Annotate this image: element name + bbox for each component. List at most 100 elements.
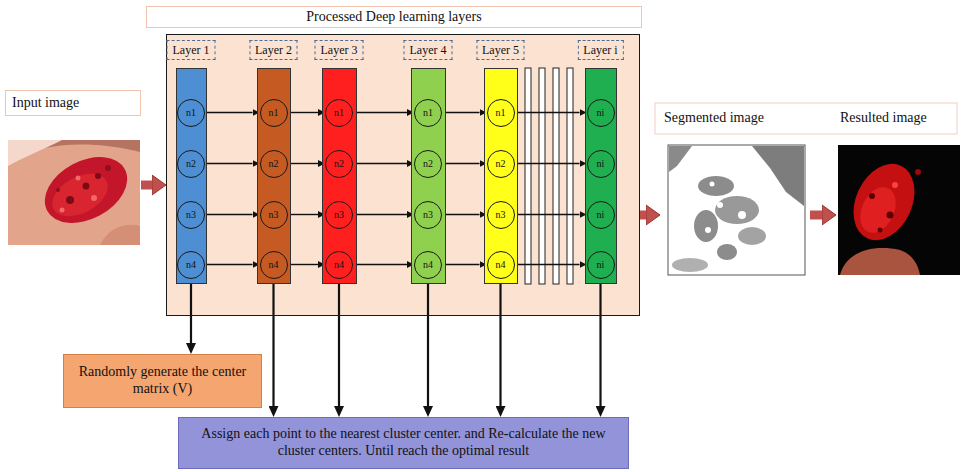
neuron-label: n3 [334, 209, 344, 221]
hidden-layer-bar [567, 68, 573, 284]
neuron-outline [178, 99, 205, 126]
layer-column: Layer 3n1n2n3n4 [322, 68, 357, 284]
step-arrow [499, 284, 501, 407]
segmented-picture [715, 196, 759, 224]
neuron-label: n4 [334, 259, 344, 271]
panel-label: Segmented image [660, 103, 810, 133]
neuron-circle: n3 [487, 201, 515, 229]
neuron-circle: n2 [487, 150, 515, 178]
neuron-link [205, 264, 253, 265]
segmented-picture [668, 145, 805, 275]
neuron-link [205, 163, 253, 164]
layer-label: Layer 4 [404, 40, 453, 60]
neuron-label: n4 [423, 259, 433, 271]
neuron-circle: n2 [260, 150, 288, 178]
neuron-circle: ni [587, 150, 615, 178]
neuron-label: n4 [496, 259, 506, 271]
hidden-layer-bar [539, 68, 545, 284]
neuron-outline [260, 150, 287, 177]
layers-container: Processed Deep learning layersLayer 1n1n… [166, 34, 640, 316]
neuron-circle: n2 [177, 150, 205, 178]
neuron-circle: n3 [260, 201, 288, 229]
neuron-outline [178, 150, 205, 177]
neuron-label: n4 [269, 259, 279, 271]
neuron-outline [415, 150, 442, 177]
neuron-label: n2 [269, 158, 279, 170]
input-photo [8, 140, 62, 166]
neuron-label: n2 [334, 158, 344, 170]
segmented-picture [738, 227, 766, 245]
neuron-circle: n4 [260, 251, 288, 279]
neuron-label: ni [597, 158, 605, 170]
neuron-outline [587, 150, 614, 177]
input-photo [8, 140, 140, 245]
layer-column: Layer inininini [585, 68, 617, 284]
neuron-outline [487, 201, 514, 228]
box-text: Assign each point to the nearest cluster… [187, 426, 620, 460]
neuron-link [288, 112, 319, 113]
neuron-link [442, 163, 480, 164]
result-picture [840, 248, 920, 275]
neuron-circle: n1 [325, 99, 353, 127]
neuron-outline [587, 99, 614, 126]
neuron-link [205, 214, 253, 215]
image-panel: Segmented image [660, 103, 810, 278]
neuron-label: n1 [423, 107, 433, 119]
layer-label: Layer 1 [167, 40, 216, 60]
container-fill [166, 34, 640, 316]
image-panel: Resulted image [836, 103, 960, 278]
image-panel: Input image [5, 90, 141, 248]
neuron-outline [326, 150, 353, 177]
layer-column: Layer 1n1n2n3n4 [176, 68, 207, 284]
input-photo [45, 165, 115, 225]
panel-label: Resulted image [836, 103, 960, 133]
neuron-link [515, 112, 580, 113]
neuron-label: n2 [423, 158, 433, 170]
segmented-picture [672, 258, 708, 272]
neuron-circle: n1 [260, 99, 288, 127]
neuron-link [442, 264, 480, 265]
neuron-circle: n4 [177, 251, 205, 279]
neuron-label: n3 [186, 209, 196, 221]
neuron-link [515, 214, 580, 215]
input-photo [100, 225, 140, 245]
neuron-link [288, 163, 319, 164]
layer-column: Layer 4n1n2n3n4 [411, 68, 446, 284]
neuron-outline [326, 99, 353, 126]
segmented-picture [669, 146, 692, 172]
result-picture [838, 145, 960, 275]
neuron-circle: n3 [177, 201, 205, 229]
neuron-circle: n3 [325, 201, 353, 229]
input-photo [56, 188, 60, 192]
neuron-link [442, 112, 480, 113]
flow-arrow [640, 211, 646, 220]
neuron-circle: n1 [487, 99, 515, 127]
neuron-label: n4 [186, 259, 196, 271]
neuron-outline [260, 201, 287, 228]
neuron-outline [326, 251, 353, 278]
hidden-layer-bar [553, 68, 559, 284]
neuron-outline [260, 251, 287, 278]
process-box: Randomly generate the center matrix (V) [63, 354, 262, 408]
neuron-link [515, 264, 580, 265]
result-picture [887, 212, 894, 219]
segmented-picture [668, 145, 805, 275]
neuron-outline [587, 251, 614, 278]
input-photo [91, 195, 97, 201]
neuron-circle: n4 [414, 251, 442, 279]
layer-label: Layer i [577, 40, 623, 60]
neuron-outline [415, 201, 442, 228]
layer-column: Layer 5n1n2n3n4 [484, 68, 518, 284]
neuron-outline [415, 251, 442, 278]
flow-arrow [810, 211, 822, 220]
input-photo [105, 165, 111, 171]
step-arrow [599, 284, 601, 407]
layer-column: Layer 2n1n2n3n4 [257, 68, 291, 284]
neuron-outline [587, 201, 614, 228]
result-picture [892, 182, 898, 188]
neuron-outline [260, 99, 287, 126]
neuron-outline [178, 251, 205, 278]
neuron-link [205, 112, 253, 113]
process-box: Assign each point to the nearest cluster… [178, 417, 629, 469]
input-photo [8, 145, 140, 245]
